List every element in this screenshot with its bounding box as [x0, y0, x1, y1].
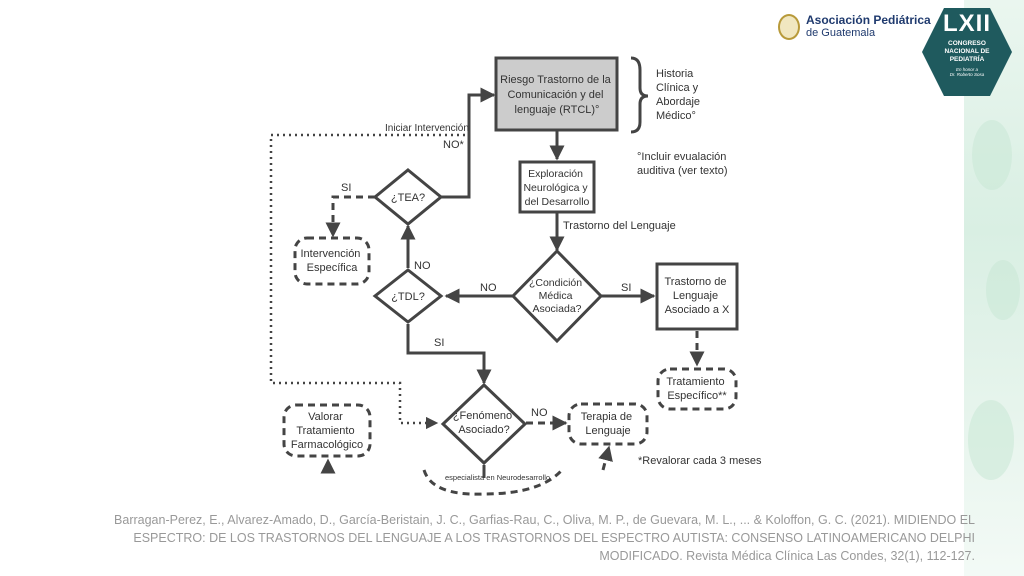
- brace-historia: [630, 56, 649, 134]
- dashed-connectors: [320, 195, 705, 496]
- badge-honor2: Dr. Roberto Sosa: [949, 72, 985, 77]
- node-terapia: [567, 402, 649, 446]
- dashed-curve-especialista: [422, 468, 564, 496]
- label-iniciar-intervencion: Iniciar Intervención: [385, 123, 469, 134]
- label-si-tdl: SI: [434, 337, 444, 349]
- association-logo: Asociación Pediátrica de Guatemala: [778, 14, 931, 40]
- label-si-tea: SI: [341, 182, 351, 194]
- note-audit-text: °Incluir evualación auditiva (ver texto): [637, 151, 729, 177]
- historia-text: Historia Clínica y Abordaje Médico°: [656, 68, 703, 122]
- condicion-text: ¿Condición Médica Asociada?: [529, 277, 585, 315]
- label-revalorar: *Revalorar cada 3 meses: [638, 455, 762, 467]
- citation-line1: Barragan-Perez, E., Alvarez-Amado, D., G…: [114, 513, 975, 527]
- badge-roman: LXII: [942, 10, 991, 37]
- leaf-decoration: [972, 120, 1012, 190]
- arrow-tea-rtcl: [441, 87, 496, 199]
- exploracion-text: Exploración Neurológica y del Desarrollo: [523, 168, 590, 208]
- badge-line1: CONGRESO: [948, 40, 986, 47]
- tdl-text: ¿TDL?: [391, 291, 425, 303]
- trastorno-x-text: Trastorno de Lenguaje Asociado a X: [664, 276, 730, 316]
- arrow-tdl-fenomeno: [406, 324, 492, 385]
- node-exploracion: [518, 160, 596, 214]
- org-name-line1: Asociación Pediátrica: [806, 13, 931, 27]
- decorative-side-panel: [964, 0, 1024, 576]
- label-no-fenomeno: NO: [531, 407, 548, 419]
- intervencion-text: Intervención Específica: [301, 248, 364, 274]
- label-no-star: NO*: [443, 139, 465, 151]
- badge-honor1: En honor a: [955, 67, 979, 72]
- seal-icon: [778, 14, 800, 40]
- fenomeno-text: ¿Fenómeno Asociado?: [453, 410, 515, 436]
- terapia-text: Terapia de Lenguaje: [581, 411, 635, 437]
- congress-badge-text: LXII CONGRESO NACIONAL DE PEDIATRÍA En h…: [920, 6, 1014, 77]
- leaf-decoration: [986, 260, 1020, 320]
- label-trastorno-lenguaje: Trastorno del Lenguaje: [563, 220, 676, 232]
- badge-line2: NACIONAL DE: [944, 48, 990, 55]
- tratamiento-text: Tratamiento Específico**: [666, 376, 727, 402]
- node-tratamiento: [656, 367, 738, 411]
- label-no-condicion: NO: [480, 282, 497, 294]
- congress-badge: [922, 8, 1012, 96]
- label-si-condicion: SI: [621, 282, 631, 294]
- node-tdl-diamond: [372, 268, 444, 324]
- node-tea-diamond: [372, 168, 444, 226]
- label-especialista: especialista en Neurodesarrollo: [445, 473, 550, 482]
- node-fenomeno-diamond: [440, 382, 528, 466]
- arrow-to-terapia: [598, 445, 613, 471]
- arrow-tea-intervencion: [325, 195, 375, 238]
- citation-line3: MODIFICADO. Revista Médica Clínica Las C…: [599, 549, 975, 563]
- valorar-text: Valorar Tratamiento Farmacológico: [291, 411, 363, 451]
- label-no-tdl: NO: [414, 260, 431, 272]
- citation: Barragan-Perez, E., Alvarez-Amado, D., G…: [60, 511, 975, 565]
- badge-line3: PEDIATRÍA: [949, 56, 985, 63]
- org-name-line2: de Guatemala: [806, 27, 876, 39]
- leaf-decoration: [968, 400, 1014, 480]
- citation-line2: ESPECTRO: DE LOS TRASTORNOS DEL LENGUAJE…: [133, 531, 975, 545]
- node-rtcl: [494, 56, 619, 132]
- flow-connectors: [400, 87, 656, 478]
- rtcl-text: Riesgo Trastorno de la Comunicación y de…: [500, 74, 614, 116]
- node-trastorno-x: [655, 262, 739, 331]
- tea-text: ¿TEA?: [391, 192, 425, 204]
- node-intervencion: [293, 236, 371, 286]
- node-valorar: [282, 403, 372, 458]
- node-condicion-diamond: [510, 248, 604, 344]
